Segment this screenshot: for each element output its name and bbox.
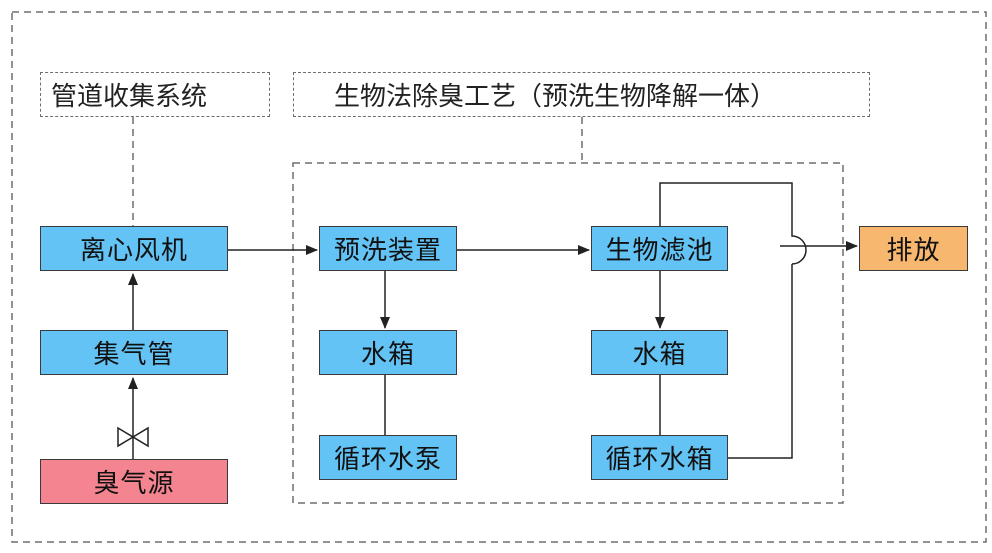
pipeline-system-label: 管道收集系统 — [40, 72, 270, 117]
circulation-pump-node: 循环水泵 — [319, 435, 457, 480]
outer-boundary — [11, 11, 987, 543]
circulation-tank-node: 循环水箱 — [591, 435, 728, 480]
bio-process-label: 生物法除臭工艺（预洗生物降解一体） — [293, 72, 870, 117]
circtank-return-line — [728, 264, 793, 459]
prewash-unit-node: 预洗装置 — [319, 226, 457, 271]
valve-icon — [117, 426, 149, 448]
gas-manifold-node: 集气管 — [40, 330, 228, 375]
bio-process-group — [292, 162, 844, 504]
centrifugal-fan-node: 离心风机 — [40, 226, 228, 271]
water-tank-1-node: 水箱 — [319, 330, 457, 375]
bio-filter-node: 生物滤池 — [591, 226, 728, 271]
odor-source-node: 臭气源 — [40, 459, 228, 504]
water-tank-2-node: 水箱 — [591, 330, 728, 375]
discharge-node: 排放 — [859, 226, 968, 271]
